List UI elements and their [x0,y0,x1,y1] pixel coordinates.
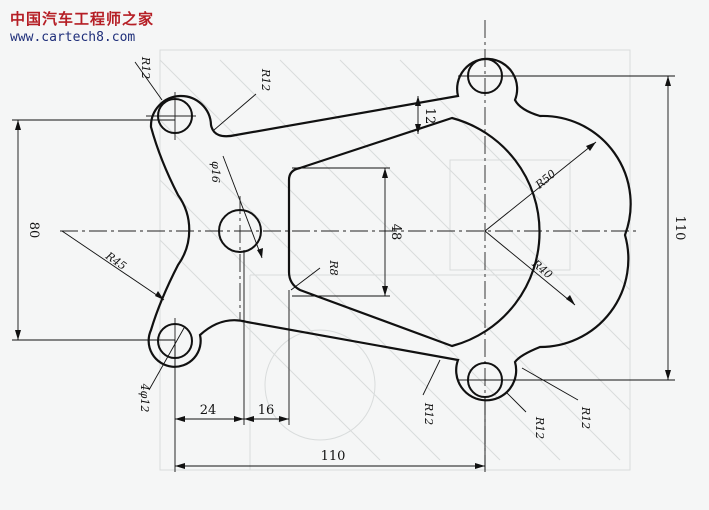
watermark-title: 中国汽车工程师之家 [10,10,155,28]
callout-phi16: φ16 [209,161,222,183]
dimension-48: 48 [388,224,403,241]
dimension-80: 80 [26,222,41,239]
callout-r12-bottom-hole: R12 [533,416,546,439]
background-ghost-lines [159,49,631,471]
callout-r12-top-fillet: R12 [259,68,272,91]
hole-center-phi16 [218,209,262,253]
callout-r8: R8 [327,259,340,275]
inner-slot [287,116,541,348]
dimension-lines [12,61,675,472]
hole-top-left [157,98,193,134]
dimension-110-horizontal: 110 [321,449,346,464]
callout-r12-bottom-right: R12 [579,406,592,429]
arrowheads [15,76,671,469]
callout-r12-top-left: R12 [139,56,152,79]
callout-r45: R45 [102,249,129,273]
part-outline [147,57,632,402]
watermark-url: www.cartech8.com [10,30,136,45]
dimension-12-wall: 12 [422,108,437,125]
dimension-24: 24 [200,403,217,418]
top-left-lug [147,57,632,402]
dimension-110-vertical: 110 [672,216,687,241]
dimension-16: 16 [258,403,275,418]
callout-r50: R50 [532,167,558,192]
callout-4phi12: 4φ12 [138,383,151,413]
callout-r12-bottom-fillet: R12 [422,402,435,425]
